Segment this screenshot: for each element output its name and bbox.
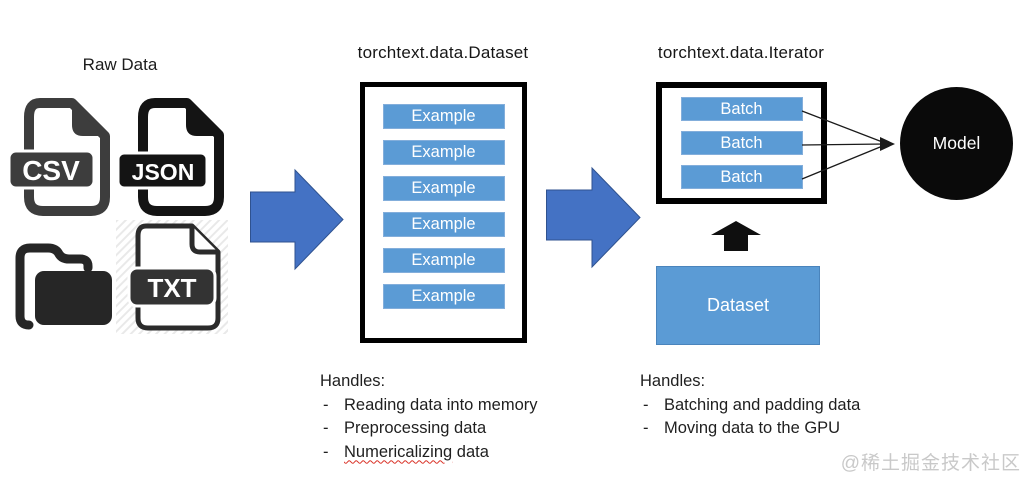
folder-icon <box>15 243 112 330</box>
batch-item: Batch <box>680 97 803 121</box>
handles-item: Reading data into memory <box>320 394 620 418</box>
arrow-raw-to-dataset-icon <box>250 168 344 271</box>
batch-to-model-arrows-icon <box>801 110 895 180</box>
iterator-handles-list: Handles: Batching and padding data Movin… <box>640 370 950 441</box>
csv-file-icon: CSV <box>7 98 110 216</box>
txt-icon-label: TXT <box>147 273 196 303</box>
dataset-box: Example Example Example Example Example … <box>360 82 527 343</box>
model-label: Model <box>932 133 981 153</box>
csv-icon-label: CSV <box>22 155 80 186</box>
example-item: Example <box>382 284 505 309</box>
example-item: Example <box>382 212 505 237</box>
handles-item-rest: data <box>452 442 489 461</box>
dataset-section-title: torchtext.data.Dataset <box>357 43 529 62</box>
example-item: Example <box>382 248 505 273</box>
misspelled-word: Numericalizing <box>344 442 453 461</box>
watermark: @稀土掘金技术社区 <box>840 453 1021 474</box>
example-item: Example <box>382 176 505 201</box>
txt-file-icon: TXT <box>116 220 228 334</box>
example-item: Example <box>382 140 505 165</box>
dataset-handles-list: Handles: Reading data into memory Prepro… <box>320 370 620 464</box>
iterator-section-title: torchtext.data.Iterator <box>657 43 825 62</box>
handles-heading: Handles: <box>320 372 386 390</box>
dataset-source-label: Dataset <box>706 295 770 315</box>
arrow-dataset-to-iterator-icon <box>546 166 641 269</box>
model-node: Model <box>900 87 1013 200</box>
dataset-source-box: Dataset <box>656 266 820 345</box>
raw-data-label: Raw Data <box>82 55 158 74</box>
handles-heading: Handles: <box>640 372 706 390</box>
example-item: Example <box>382 104 505 129</box>
dataset-to-iterator-up-arrow-icon <box>711 221 761 251</box>
handles-item: Preprocessing data <box>320 417 620 441</box>
batch-item: Batch <box>680 165 803 189</box>
json-file-icon: JSON <box>116 98 224 216</box>
json-icon-label: JSON <box>132 159 195 185</box>
iterator-box: Batch Batch Batch <box>656 82 827 204</box>
handles-item: Numericalizing data <box>320 441 620 465</box>
handles-item: Batching and padding data <box>640 394 950 418</box>
handles-item: Moving data to the GPU <box>640 417 950 441</box>
batch-item: Batch <box>680 131 803 155</box>
